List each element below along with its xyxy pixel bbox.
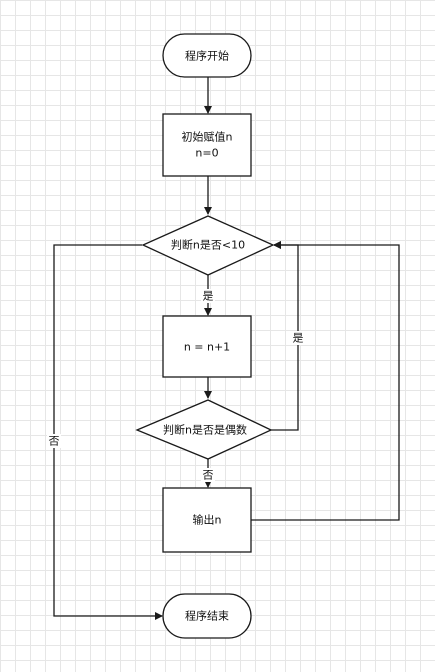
lt10-no-label: 否 (49, 435, 60, 448)
even-yes-label-bg (291, 331, 305, 345)
even-yes-label: 是 (293, 332, 304, 345)
cond-even-decision (135, 399, 273, 460)
even-no-label: 否 (203, 469, 214, 482)
even-no-label-bg (201, 468, 215, 482)
lt10-yes-label: 是 (203, 290, 214, 303)
edge-cond-lt10-no-to-end (53, 244, 163, 620)
end-terminal (162, 593, 252, 639)
end-label: 程序结束 (185, 609, 229, 623)
init-label-line1: 初始赋值n (182, 130, 233, 144)
cond-lt10-label: 判断n是否<10 (171, 238, 245, 252)
init-label-line2: n=0 (195, 147, 218, 160)
output-process-box (162, 487, 252, 553)
edge-output-loop-back (251, 241, 400, 521)
increment-label: n = n+1 (184, 341, 230, 354)
cond-lt10-decision (141, 215, 275, 276)
increment-process-box (162, 315, 252, 378)
lt10-no-label-bg (47, 434, 61, 448)
cond-even-label: 判断n是否是偶数 (163, 423, 247, 437)
output-label: 输出n (193, 513, 222, 527)
start-label: 程序开始 (185, 49, 229, 63)
start-terminal (162, 33, 252, 78)
init-process-box (162, 113, 252, 177)
lt10-yes-label-bg (201, 289, 215, 303)
